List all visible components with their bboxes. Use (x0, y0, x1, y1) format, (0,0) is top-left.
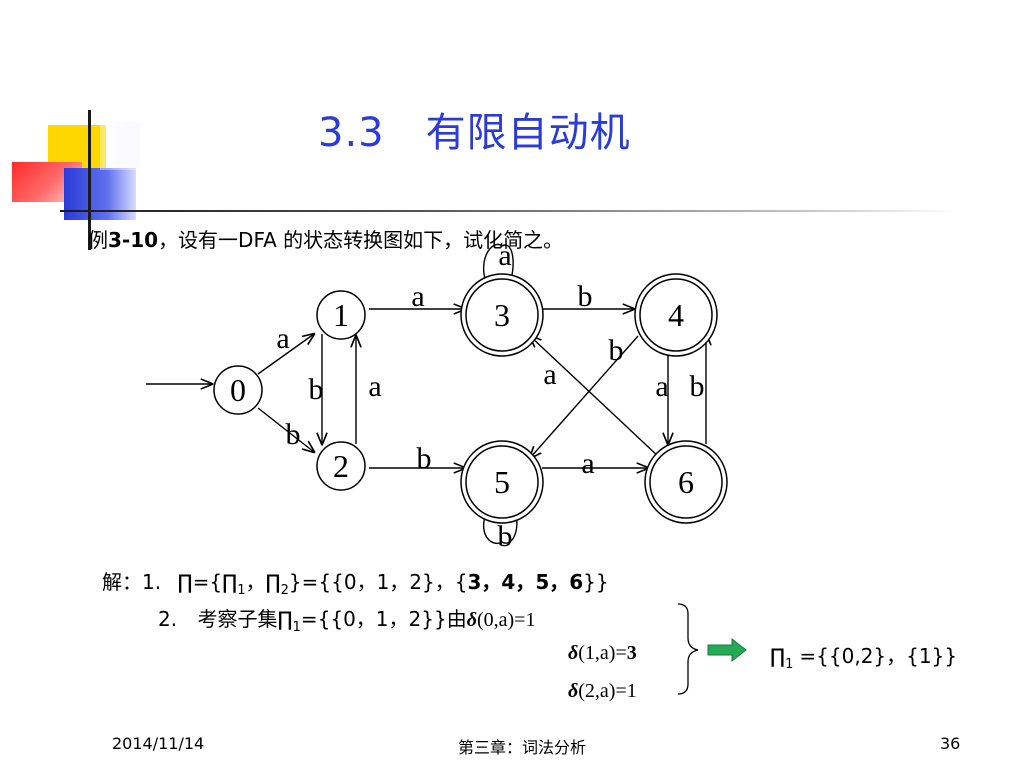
state-0-circle (213, 365, 263, 415)
edge-6-3 (530, 336, 661, 459)
state-4-inner-ring (639, 278, 713, 352)
partition-final-states: 3，4，5，6 (467, 570, 584, 594)
state-3: 3 (460, 273, 544, 357)
state-6: 6 (644, 440, 728, 524)
state-1-circle (316, 290, 366, 340)
result-partition: ∏1 ={{0,2}，{1}} (770, 640, 957, 672)
footer-page-number: 36 (940, 734, 961, 753)
partition-rest-a: }={{0，1，2}，{ (288, 570, 468, 594)
brace-and-arrow (677, 603, 747, 695)
subset-text-b: ={{0，1，2}}由 (300, 607, 467, 631)
subset-sub: 1 (292, 620, 301, 635)
delta-eq-0: (0,a)=1 (476, 609, 536, 631)
state-2: 2 (316, 441, 366, 491)
edge-label-0-2: b (286, 418, 301, 451)
state-2-label: 2 (333, 448, 349, 484)
edge-0-1 (257, 334, 314, 375)
state-1: 1 (316, 290, 366, 340)
solution-line-1: 解：1. ∏={∏1，∏2}={{0，1，2}，{3，4，5，6}} (102, 566, 609, 598)
partition-open: ∏={∏ (177, 570, 238, 594)
edge-label-3-4: b (578, 280, 593, 313)
edge-label-4-5: b (609, 334, 624, 367)
edge-label-3-3: a (498, 239, 511, 272)
state-3-inner-ring (465, 278, 539, 352)
delta-symbol-3: δ (568, 680, 579, 702)
edge-label-4-6: a (655, 370, 668, 403)
green-arrow-icon (707, 637, 747, 663)
state-4-label: 4 (668, 297, 684, 333)
state-5-label: 5 (494, 464, 510, 500)
state-0-label: 0 (230, 372, 246, 408)
delta-symbol: δ (466, 609, 477, 631)
footer-chapter: 第三章：词法分析 (458, 738, 587, 757)
example-prefix: 例 (88, 228, 108, 252)
result-pi: ∏ (770, 644, 786, 668)
footer-date: 2014/11/14 (112, 734, 205, 753)
solution-line-3: δ(1,a)=3 (568, 642, 637, 665)
result-sub: 1 (785, 657, 794, 672)
delta-symbol-2: δ (568, 642, 579, 664)
example-number: 3-10 (108, 228, 159, 252)
subset-text: 考察子集∏ (197, 607, 293, 631)
edge-5-5 (483, 504, 517, 544)
edge-label-6-3: a (543, 358, 556, 391)
deco-blue-fade (100, 122, 140, 170)
edge-4-5 (530, 335, 639, 458)
partition-rest-b: }} (583, 570, 609, 594)
delta-eq-1-result: 3 (626, 642, 637, 664)
edge-label-1-2: b (309, 373, 324, 406)
example-text: ，设有一DFA 的状态转换图如下，试化简之。 (158, 228, 564, 252)
solution-prefix: 解：1. (102, 570, 162, 594)
edge-3-3 (483, 243, 514, 292)
example-statement: 例3-10，设有一DFA 的状态转换图如下，试化简之。 (88, 224, 563, 253)
state-6-label: 6 (678, 464, 694, 500)
right-brace (677, 603, 699, 695)
state-5-inner-ring (465, 445, 539, 519)
state-0: 0 (213, 365, 263, 415)
edge-0-2 (257, 407, 314, 452)
result-text: ={{0,2}，{1}} (799, 644, 958, 668)
delta-eq-1: (1,a)= (578, 642, 627, 664)
edge-label-2-1: a (368, 370, 381, 403)
state-5: 5 (460, 440, 544, 524)
partition-pi-2: ∏ (265, 570, 281, 594)
page-title: 3.3 有限自动机 (318, 110, 631, 156)
edge-label-6-4: b (690, 370, 705, 403)
state-1-label: 1 (333, 297, 349, 333)
solution-line-2: 2. 考察子集∏1={{0，1，2}}由δ(0,a)=1 (158, 603, 535, 635)
partition-sep: ， (245, 570, 266, 594)
delta-eq-2: (2,a)=1 (578, 680, 637, 702)
partition-sub-1: 1 (237, 583, 246, 598)
edge-label-1-3: a (411, 280, 424, 313)
state-6-inner-ring (649, 445, 723, 519)
partition-sub-2: 2 (280, 583, 289, 598)
state-2-circle (316, 441, 366, 491)
edge-label-0-1: a (276, 322, 289, 355)
step-number: 2. (158, 607, 178, 631)
decor-vertical-line (88, 110, 91, 250)
edge-label-5-5: b (498, 520, 513, 553)
edge-label-5-6: a (581, 447, 594, 480)
state-3-label: 3 (494, 297, 510, 333)
edge-label-2-5: b (417, 442, 432, 475)
nodes-layer: 0 1 2 3 4 5 6 (213, 273, 728, 524)
state-4: 4 (634, 273, 718, 357)
title-divider-line (60, 210, 960, 212)
solution-line-4: δ(2,a)=1 (568, 680, 637, 703)
